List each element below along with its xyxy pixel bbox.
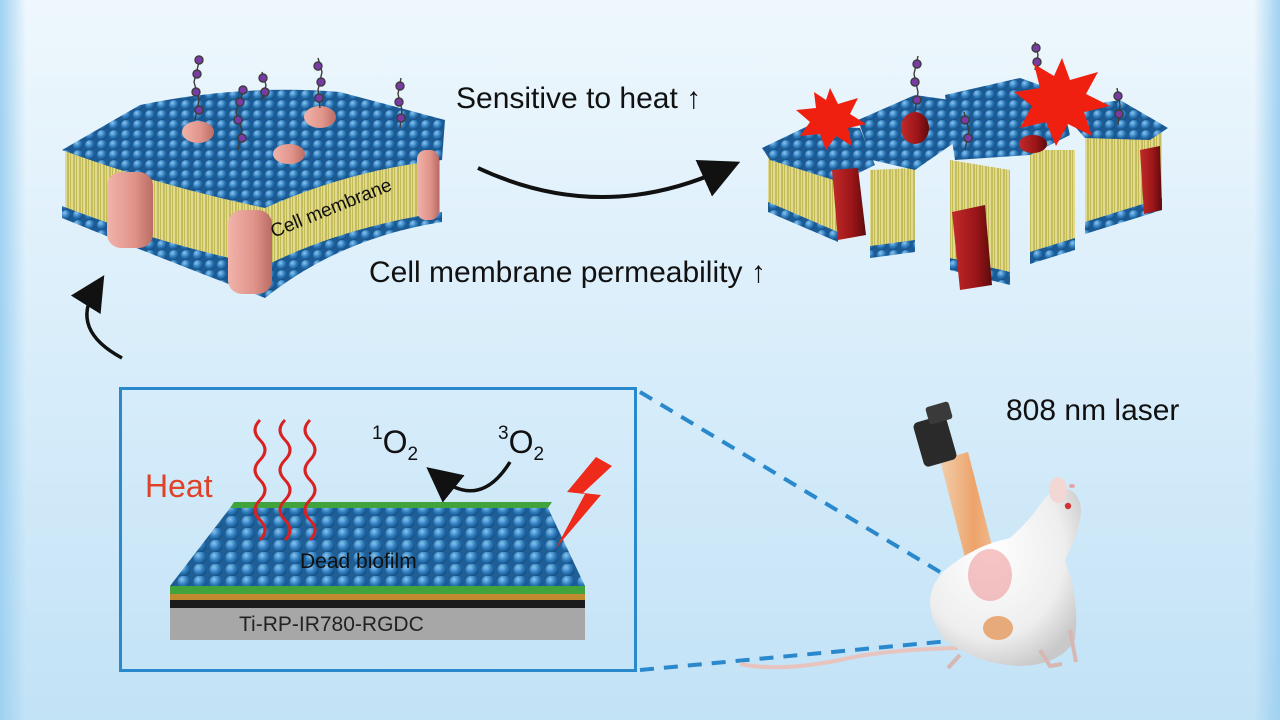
laser-label: 808 nm laser xyxy=(1006,394,1180,427)
heat-waves xyxy=(253,418,317,542)
substrate-label: Ti-RP-IR780-RGDC xyxy=(239,613,424,636)
projection-line xyxy=(639,638,961,672)
left-edge-glow xyxy=(0,0,26,720)
explosion-icon xyxy=(796,88,866,150)
right-edge-glow xyxy=(1254,0,1280,720)
triplet-oxygen-label: 3O2 xyxy=(498,423,545,465)
damaged-protein xyxy=(952,205,992,290)
up-arrow-icon: ↑ xyxy=(750,256,766,289)
membrane-protein xyxy=(417,150,439,220)
singlet-oxygen-label: 1O2 xyxy=(372,423,419,465)
intact-membrane xyxy=(62,55,445,298)
irradiated-region xyxy=(968,549,1012,601)
mouse-ear xyxy=(1049,477,1067,503)
mouse-leg xyxy=(1038,648,1063,669)
transition-arrow xyxy=(477,159,741,199)
mouse-tail xyxy=(739,646,959,670)
biofilm-layer xyxy=(170,508,585,586)
damaged-protein-dome xyxy=(1019,135,1047,153)
membrane-protein xyxy=(107,172,153,248)
biofilm-base-layer xyxy=(170,586,585,594)
sensitive-to-heat-label: Sensitive to heat ↑ xyxy=(456,82,702,115)
membrane-protein-dome xyxy=(182,121,214,143)
mouse-nose xyxy=(1069,484,1075,488)
mouse-illustration xyxy=(739,477,1081,670)
permeability-label: Cell membrane permeability ↑ xyxy=(369,256,766,289)
damaged-protein xyxy=(832,168,866,240)
lightning-icon xyxy=(556,457,612,548)
damaged-protein-dome xyxy=(901,112,929,144)
explosion-icon xyxy=(1014,58,1110,146)
damaged-membrane xyxy=(762,41,1168,290)
infection-site xyxy=(983,616,1013,640)
damaged-protein xyxy=(1140,146,1162,214)
membrane-protein-dome xyxy=(304,106,336,128)
biofilm-inset-panel xyxy=(119,387,637,672)
projection-line xyxy=(638,390,972,592)
heat-label: Heat xyxy=(145,468,213,504)
membrane-protein xyxy=(228,210,272,294)
glycan-chains xyxy=(191,55,406,151)
oxygen-conversion-arrow xyxy=(426,461,512,503)
biofilm-stack xyxy=(170,502,585,640)
dead-biofilm-label: Dead biofilm xyxy=(300,550,417,573)
mouse-leg xyxy=(1068,629,1078,663)
membrane-protein-dome xyxy=(273,144,305,164)
return-arrow xyxy=(70,275,123,360)
mouse-eye xyxy=(1064,502,1072,510)
mouse-leg xyxy=(946,653,962,670)
up-arrow-icon: ↑ xyxy=(686,82,702,115)
mouse-body xyxy=(930,489,1081,666)
intact-membrane-top-surface xyxy=(62,89,445,208)
damaged-glycans xyxy=(910,41,1124,151)
